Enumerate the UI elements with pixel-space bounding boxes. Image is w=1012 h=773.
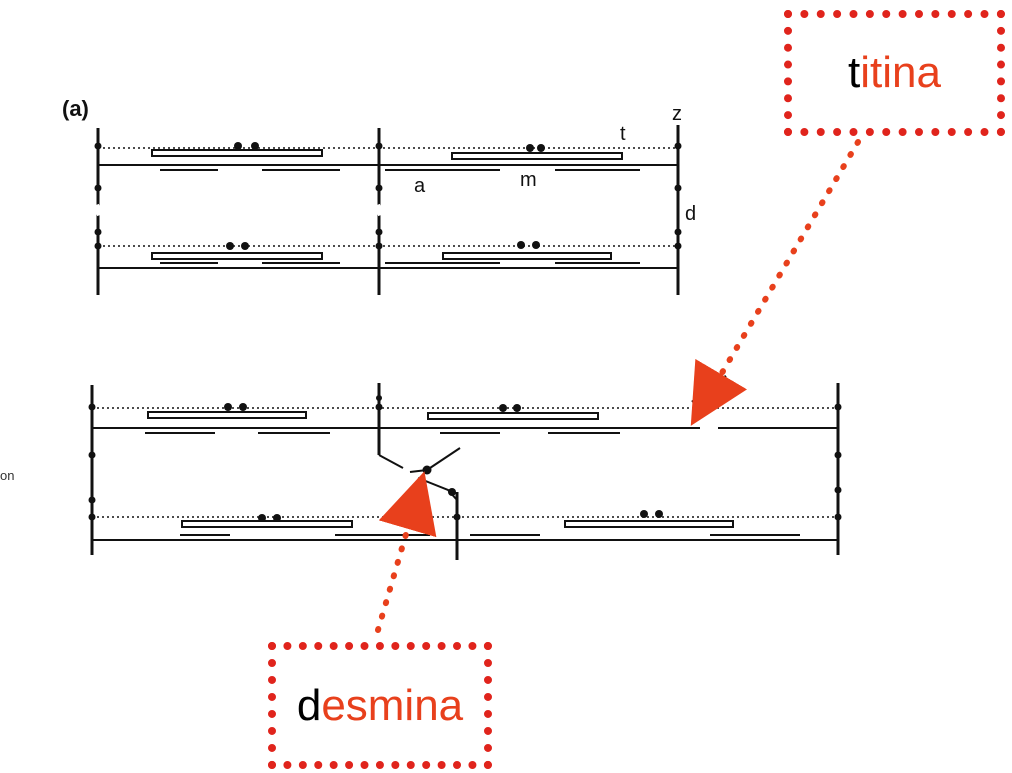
desmin-strand — [426, 447, 461, 471]
panel-label: (a) — [62, 96, 89, 121]
upper-myofibril — [93, 125, 680, 295]
thick-filament — [442, 252, 612, 260]
thick-filament — [181, 520, 353, 528]
label-d: d — [685, 203, 696, 225]
titina-label: titina — [848, 48, 941, 97]
thick-filament — [151, 149, 323, 157]
cut-off-text: on — [0, 468, 15, 483]
thick-filament — [151, 252, 323, 260]
desmin-strand — [378, 454, 404, 469]
lower-myofibril — [90, 375, 840, 560]
upper-dots — [94, 142, 682, 250]
titina-callout: titina — [784, 10, 1005, 136]
thick-filament — [564, 520, 734, 528]
label-t: t — [620, 123, 626, 145]
label-z: z — [672, 103, 682, 125]
thick-filament — [147, 411, 307, 419]
label-m: m — [520, 169, 537, 191]
label-a: a — [414, 175, 426, 197]
titina-arrow — [690, 139, 861, 426]
desmina-arrow — [375, 471, 437, 633]
thick-filament — [451, 152, 623, 160]
thick-filament — [427, 412, 599, 420]
desmina-callout: desmina — [268, 642, 492, 769]
lower-dots — [88, 395, 842, 522]
desmina-label: desmina — [296, 680, 464, 730]
